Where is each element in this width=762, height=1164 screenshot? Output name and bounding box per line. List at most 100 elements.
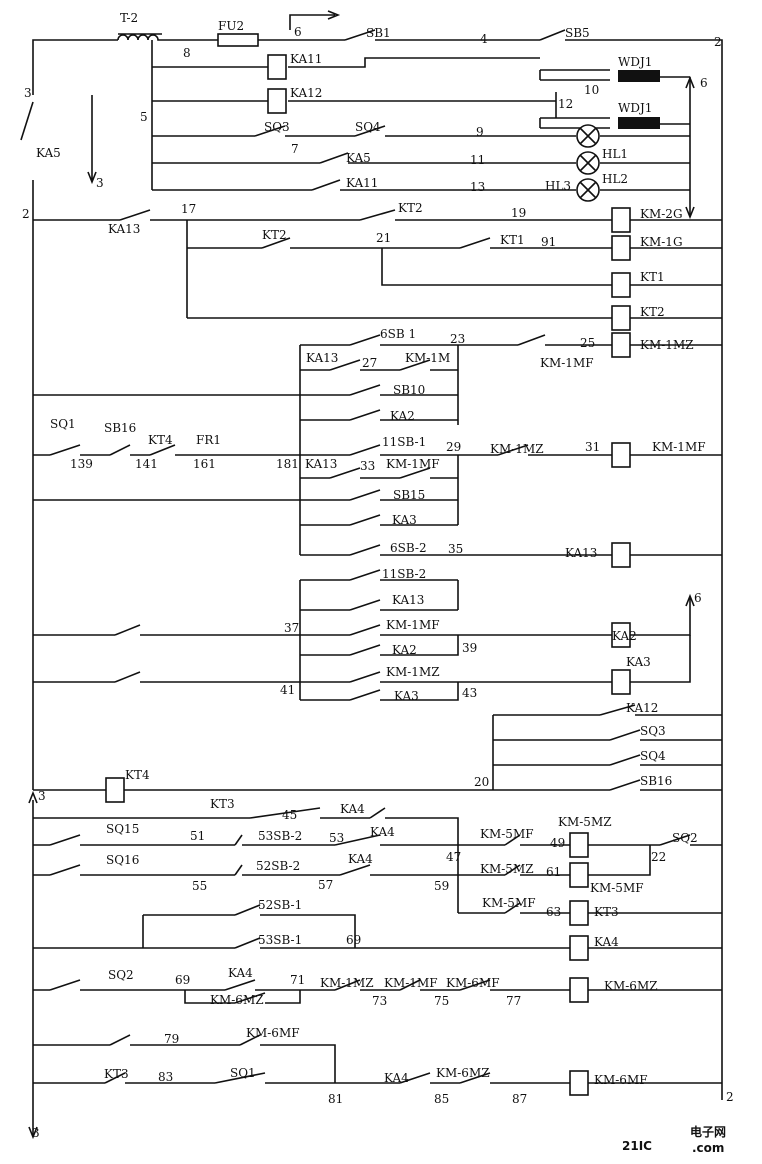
component-label: 6 <box>694 591 702 605</box>
contact <box>609 779 641 791</box>
component-label: KA13 <box>306 351 338 365</box>
component-label: 8 <box>183 46 191 60</box>
contact <box>349 514 381 526</box>
lamp-cross-icon <box>579 154 597 172</box>
relay-coil <box>569 1070 589 1096</box>
watermark-site: 电子网 <box>690 1124 726 1139</box>
component-label: SQ4 <box>355 120 381 134</box>
component-label: 43 <box>462 686 477 700</box>
contact <box>114 671 141 683</box>
relay-coil <box>611 332 631 358</box>
contact <box>609 754 641 766</box>
component-label: KM-1MZ <box>320 976 374 990</box>
contact <box>399 1072 431 1084</box>
component-label: 29 <box>446 440 461 454</box>
component-label: 3 <box>32 1126 40 1140</box>
relay-wdj1-icon <box>618 70 660 82</box>
arrow-icon <box>28 1126 38 1140</box>
component-label: 9 <box>476 125 484 139</box>
component-label: 161 <box>193 457 216 471</box>
component-label: SQ1 <box>230 1066 256 1080</box>
component-label: KM-6MZ <box>604 979 658 993</box>
component-label: 3 <box>96 176 104 190</box>
component-label: KM-1M <box>405 351 450 365</box>
contact <box>234 937 261 949</box>
component-label: KT3 <box>210 797 235 811</box>
component-label: 17 <box>181 202 196 216</box>
contact <box>109 1034 131 1046</box>
contact <box>109 444 131 456</box>
component-label: 53SB-2 <box>258 829 302 843</box>
component-label: 23 <box>450 332 465 346</box>
relay-coil <box>569 832 589 858</box>
component-label: 33 <box>360 459 375 473</box>
contact <box>349 671 381 683</box>
arrow-icon <box>685 75 695 89</box>
contact <box>49 444 81 456</box>
component-label: 25 <box>580 336 595 350</box>
component-label: KM-1MZ <box>640 338 694 352</box>
component-label: KM-5MZ <box>558 815 612 829</box>
component-label: KA4 <box>384 1071 409 1085</box>
wire <box>588 845 651 876</box>
contact <box>497 444 529 456</box>
component-label: 7 <box>291 142 299 156</box>
contact <box>369 807 386 819</box>
contact <box>399 979 421 991</box>
component-label: SB1 <box>366 26 391 40</box>
component-label: SQ4 <box>640 749 666 763</box>
relay-coil <box>569 935 589 961</box>
contact <box>104 1072 126 1084</box>
wire <box>385 817 459 913</box>
component-label: 6SB 1 <box>380 327 416 341</box>
component-label: WDJ1 <box>618 55 652 69</box>
wire <box>565 39 723 1100</box>
component-label: 69 <box>346 933 361 947</box>
component-label: 31 <box>585 440 600 454</box>
wire <box>660 76 690 125</box>
relay-coil <box>611 207 631 233</box>
contact <box>239 1034 261 1046</box>
component-label: 19 <box>511 206 526 220</box>
component-label: 85 <box>434 1092 449 1106</box>
component-label: 10 <box>584 83 599 97</box>
component-label: KM-6MF <box>594 1073 648 1087</box>
component-label: KA13 <box>565 546 597 560</box>
transformer-icon <box>117 33 162 41</box>
component-label: 11SB-1 <box>382 435 426 449</box>
relay-coil <box>569 900 589 926</box>
component-label: KA4 <box>370 825 395 839</box>
component-label: 35 <box>448 542 463 556</box>
component-label: 49 <box>550 836 565 850</box>
component-label: 51 <box>190 829 205 843</box>
contact <box>329 359 361 371</box>
component-label: KT4 <box>125 768 150 782</box>
contact <box>349 384 381 396</box>
relay-wdj1-icon <box>618 117 660 129</box>
contact <box>399 359 431 371</box>
component-label: 81 <box>328 1092 343 1106</box>
contact <box>459 237 491 249</box>
component-label: KM-5MF <box>482 896 536 910</box>
component-label: 71 <box>290 973 305 987</box>
component-label: 5 <box>140 110 148 124</box>
component-label: SQ16 <box>106 853 139 867</box>
component-label: KM-6MF <box>246 1026 300 1040</box>
component-label: KM-1MZ <box>490 442 544 456</box>
component-label: KT2 <box>640 305 665 319</box>
watermark: 21IC 电子网 .com <box>622 1124 726 1155</box>
contact <box>49 864 81 876</box>
component-label: WDJ1 <box>618 101 652 115</box>
component-label: 91 <box>541 235 556 249</box>
component-label: SB5 <box>565 26 590 40</box>
contact <box>349 409 381 421</box>
contact <box>344 29 376 41</box>
arrow-icon <box>28 790 38 804</box>
component-label: FU2 <box>218 19 244 33</box>
component-label: 73 <box>372 994 387 1008</box>
contact <box>359 209 396 221</box>
contact <box>234 864 243 876</box>
wire <box>265 990 301 1004</box>
contact <box>311 179 341 191</box>
